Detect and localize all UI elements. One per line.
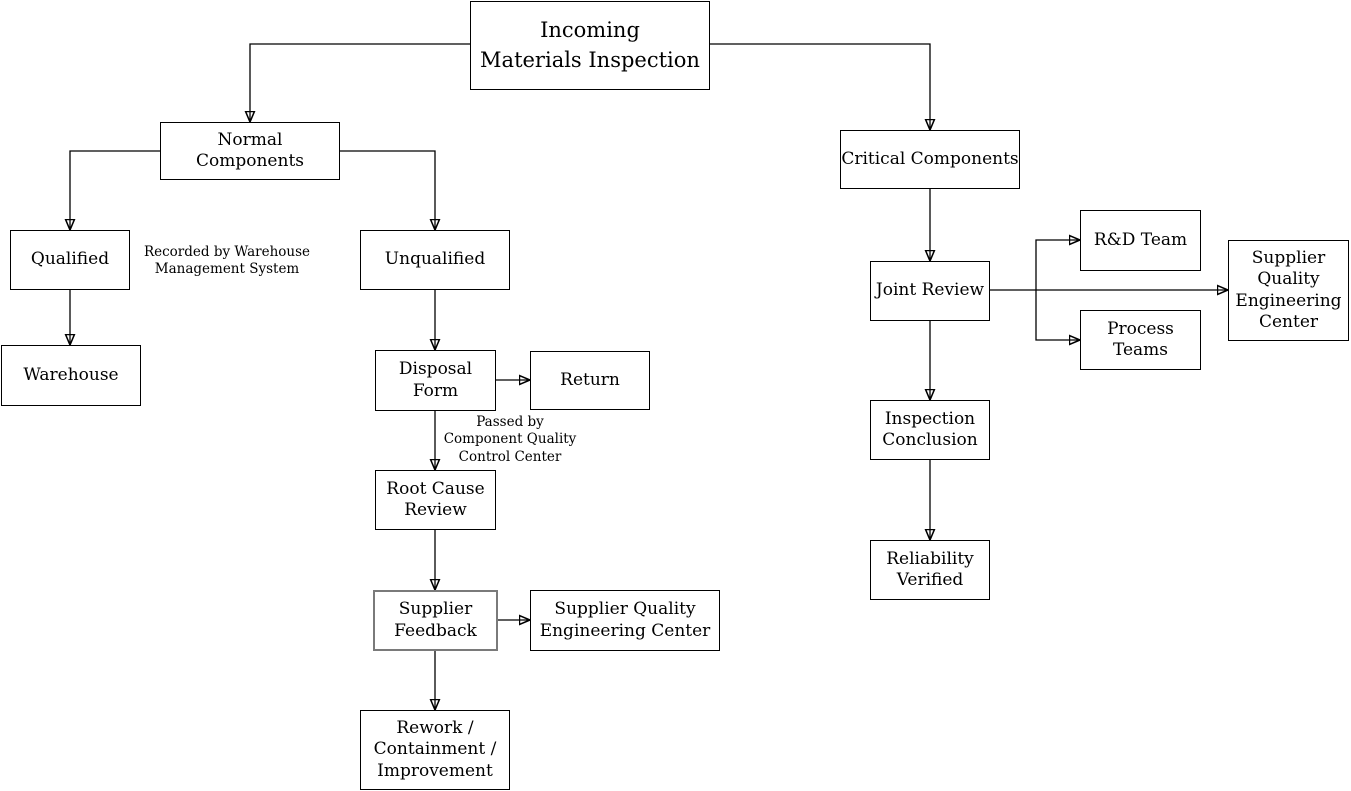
node-supplier-quality-engineering-center-left-label: Supplier Quality Engineering Center bbox=[539, 599, 711, 641]
node-inspection-conclusion: Inspection Conclusion bbox=[870, 400, 990, 460]
node-incoming-materials-inspection-label: Incoming Materials Inspection bbox=[480, 17, 700, 72]
node-process-teams: Process Teams bbox=[1080, 310, 1201, 370]
node-supplier-quality-engineering-center-left: Supplier Quality Engineering Center bbox=[530, 590, 720, 651]
node-rework-containment-improvement: Rework / Containment / Improvement bbox=[360, 710, 510, 790]
edge-joint-review-to-process-teams bbox=[1035, 290, 1080, 340]
node-critical-components-label: Critical Components bbox=[841, 148, 1019, 169]
node-reliability-verified-label: Reliability Verified bbox=[886, 548, 974, 590]
edge-title-to-critical-components bbox=[710, 43, 930, 130]
edge-label-passed-by-component-quality-control-center: Passed by Component Quality Control Cent… bbox=[443, 414, 577, 465]
node-warehouse: Warehouse bbox=[1, 345, 141, 406]
node-return: Return bbox=[530, 351, 650, 410]
node-incoming-materials-inspection: Incoming Materials Inspection bbox=[470, 1, 710, 90]
node-rd-team: R&D Team bbox=[1080, 210, 1201, 271]
node-process-teams-label: Process Teams bbox=[1107, 318, 1174, 360]
node-warehouse-label: Warehouse bbox=[23, 364, 119, 385]
node-critical-components: Critical Components bbox=[840, 130, 1020, 189]
node-supplier-quality-engineering-center-right: Supplier Quality Engineering Center bbox=[1228, 240, 1349, 341]
node-root-cause-review: Root Cause Review bbox=[375, 470, 496, 530]
node-supplier-quality-engineering-center-right-label: Supplier Quality Engineering Center bbox=[1235, 248, 1342, 332]
node-qualified-label: Qualified bbox=[30, 249, 110, 270]
node-disposal-form-label: Disposal Form bbox=[398, 359, 473, 401]
node-supplier-feedback: Supplier Feedback bbox=[373, 590, 498, 651]
node-unqualified: Unqualified bbox=[360, 230, 510, 290]
edge-title-to-normal-components bbox=[250, 43, 470, 122]
node-normal-components-label: Normal Components bbox=[196, 129, 304, 171]
node-return-label: Return bbox=[560, 369, 620, 390]
node-unqualified-label: Unqualified bbox=[384, 249, 486, 270]
edge-normal-to-qualified bbox=[70, 150, 160, 230]
node-disposal-form: Disposal Form bbox=[375, 350, 496, 411]
edge-normal-to-unqualified bbox=[340, 150, 435, 230]
edge-joint-review-to-rd-team bbox=[1035, 240, 1080, 290]
node-joint-review: Joint Review bbox=[870, 261, 990, 321]
node-normal-components: Normal Components bbox=[160, 122, 340, 180]
edge-label-recorded-by-warehouse-management-system: Recorded by Warehouse Management System bbox=[143, 244, 311, 278]
node-inspection-conclusion-label: Inspection Conclusion bbox=[882, 408, 978, 450]
node-rd-team-label: R&D Team bbox=[1093, 229, 1188, 250]
node-joint-review-label: Joint Review bbox=[875, 280, 985, 301]
node-reliability-verified: Reliability Verified bbox=[870, 540, 990, 600]
node-supplier-feedback-label: Supplier Feedback bbox=[394, 599, 477, 641]
node-rework-containment-improvement-label: Rework / Containment / Improvement bbox=[373, 718, 497, 781]
node-root-cause-review-label: Root Cause Review bbox=[386, 478, 485, 520]
node-qualified: Qualified bbox=[10, 230, 130, 290]
